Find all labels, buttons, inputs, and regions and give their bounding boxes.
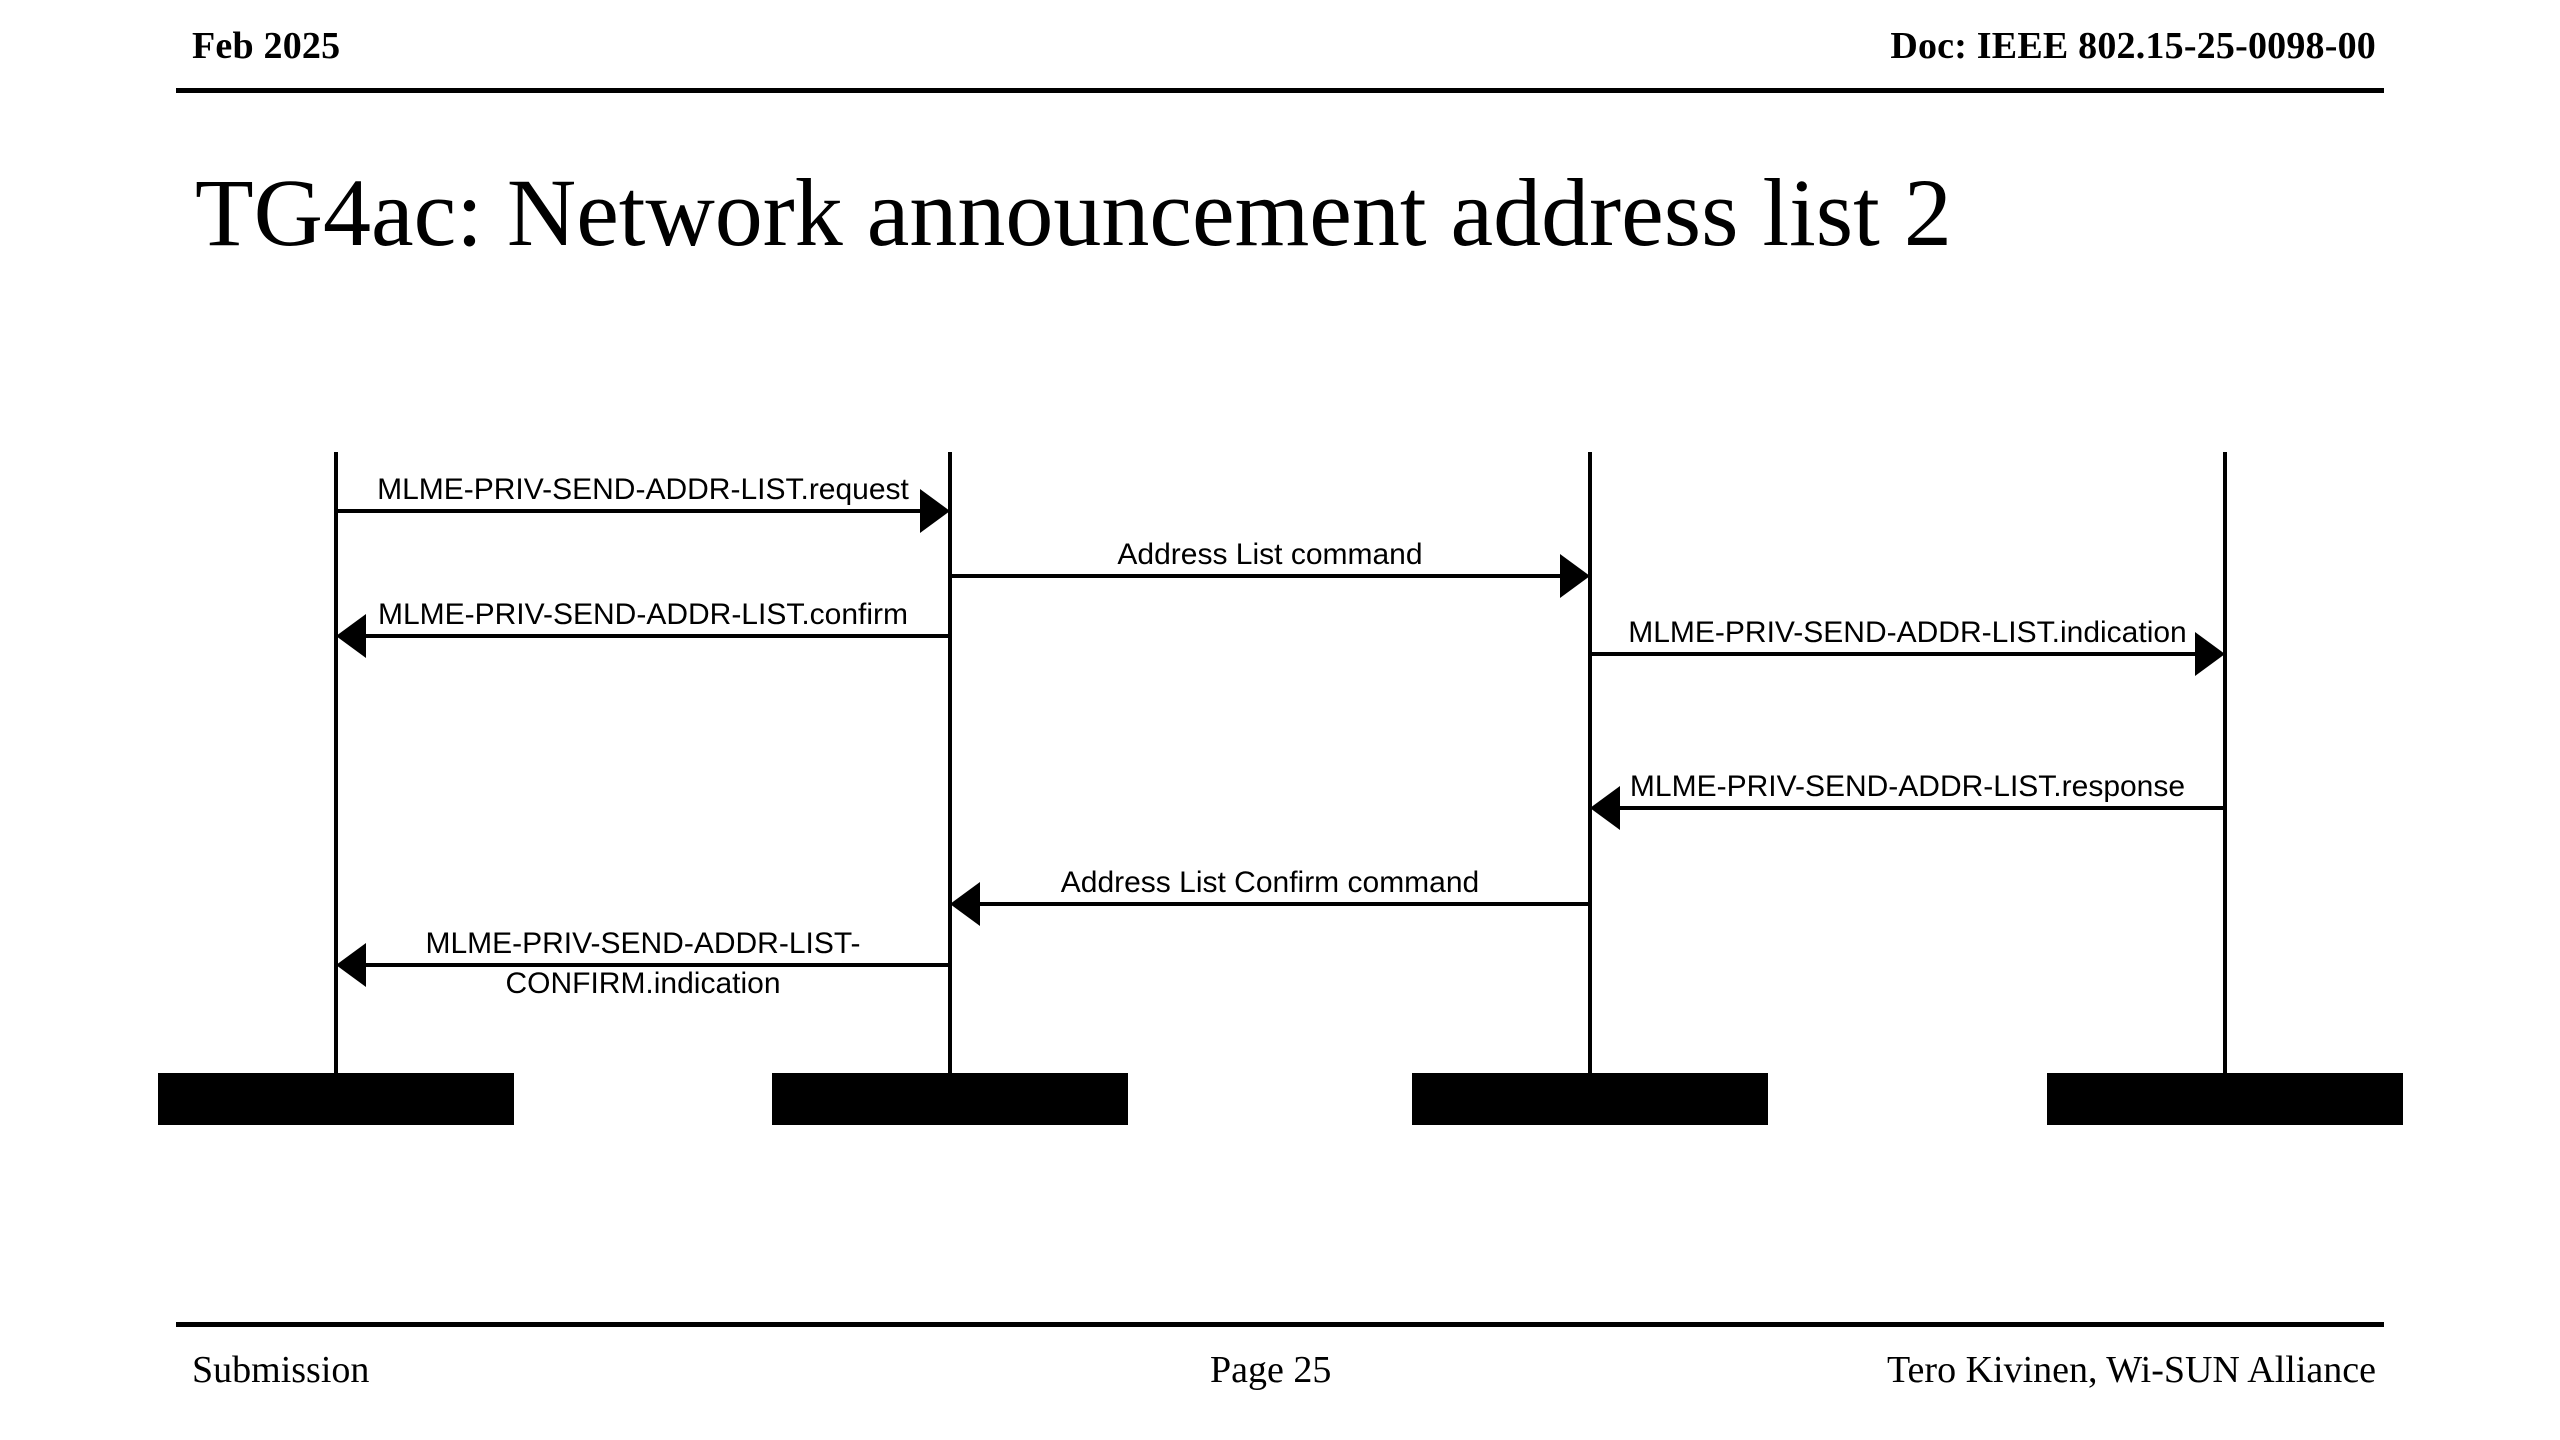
- message-msg-4: MLME-PRIV-SEND-ADDR-LIST.indication: [1590, 616, 2225, 676]
- footer-divider: [176, 1322, 2384, 1327]
- message-msg-2: Address List command: [950, 538, 1590, 598]
- message-label: MLME-PRIV-SEND-ADDR-LIST.confirm: [378, 598, 908, 631]
- message-label: Address List command: [1117, 538, 1422, 571]
- header-divider: [176, 88, 2384, 93]
- terminator-block-1: [158, 1073, 514, 1125]
- header-document-number: Doc: IEEE 802.15-25-0098-00: [1890, 25, 2376, 67]
- arrow-head-icon: [2195, 632, 2225, 676]
- footer-submission-label: Submission: [192, 1349, 370, 1391]
- message-msg-3: MLME-PRIV-SEND-ADDR-LIST.confirm: [336, 598, 950, 658]
- arrow-head-icon: [920, 489, 950, 533]
- message-msg-7: MLME-PRIV-SEND-ADDR-LIST- CONFIRM.indicat…: [336, 927, 950, 1000]
- terminator-block-3: [1412, 1073, 1768, 1125]
- message-label: Address List Confirm command: [1061, 866, 1479, 899]
- message-msg-5: MLME-PRIV-SEND-ADDR-LIST.response: [1590, 770, 2225, 830]
- message-msg-1: MLME-PRIV-SEND-ADDR-LIST.request: [336, 473, 950, 533]
- footer-author: Tero Kivinen, Wi-SUN Alliance: [1886, 1349, 2376, 1391]
- arrow-head-icon: [1560, 554, 1590, 598]
- arrow-head-icon: [950, 882, 980, 926]
- page-title: TG4ac: Network announcement address list…: [195, 159, 1952, 266]
- message-label: MLME-PRIV-SEND-ADDR-LIST.request: [377, 473, 909, 506]
- message-msg-6: Address List Confirm command: [950, 866, 1590, 926]
- arrow-head-icon: [1590, 786, 1620, 830]
- lifeline-group: [334, 452, 2227, 1080]
- message-group: MLME-PRIV-SEND-ADDR-LIST.requestAddress …: [336, 473, 2225, 1000]
- message-label: MLME-PRIV-SEND-ADDR-LIST.indication: [1628, 616, 2186, 649]
- terminator-block-4: [2047, 1073, 2403, 1125]
- message-label: CONFIRM.indication: [505, 967, 780, 1000]
- arrow-head-icon: [336, 614, 366, 658]
- message-label: MLME-PRIV-SEND-ADDR-LIST-: [425, 927, 860, 960]
- terminator-group: [158, 1073, 2403, 1125]
- terminator-block-2: [772, 1073, 1128, 1125]
- footer-page-number: Page 25: [1210, 1349, 1332, 1391]
- header-date: Feb 2025: [192, 25, 341, 67]
- arrow-head-icon: [336, 943, 366, 987]
- message-label: MLME-PRIV-SEND-ADDR-LIST.response: [1630, 770, 2185, 803]
